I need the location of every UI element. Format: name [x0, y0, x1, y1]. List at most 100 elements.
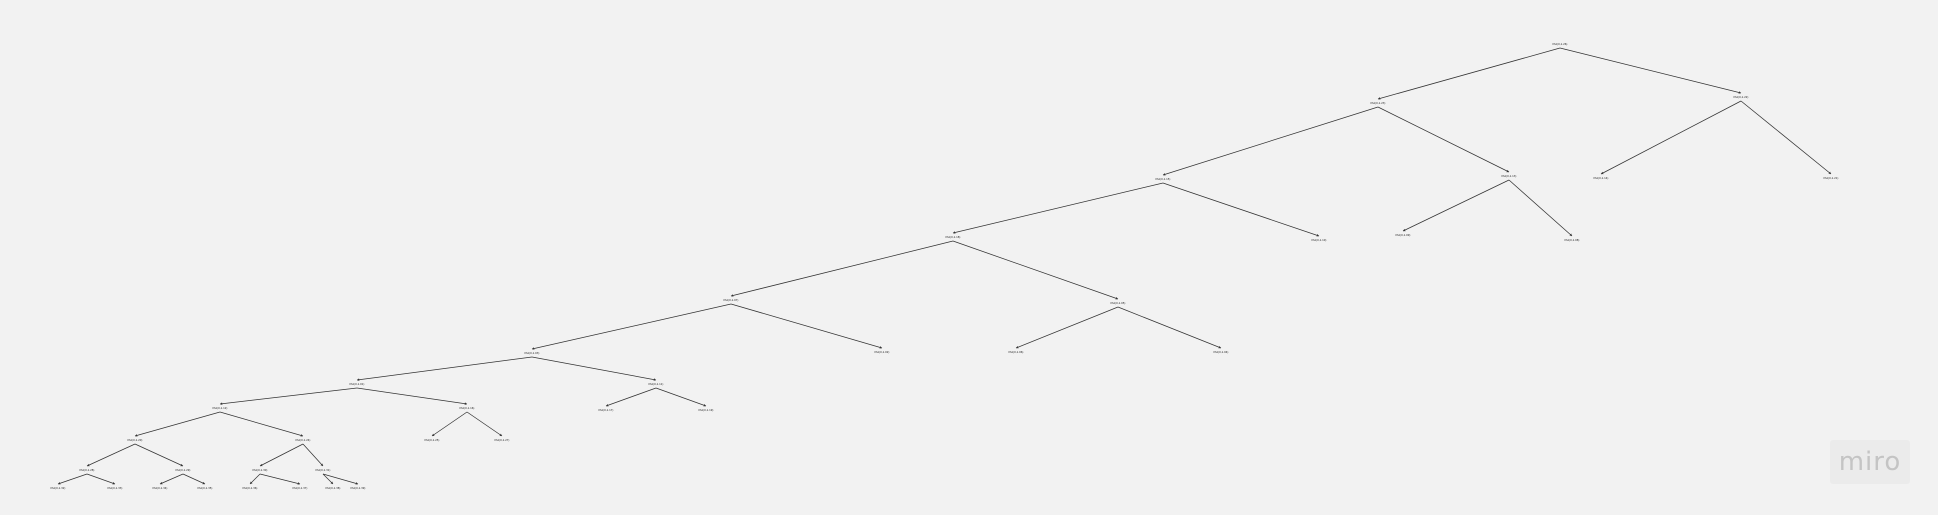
- tree-edge-arrow: [1828, 171, 1831, 174]
- tree-node[interactable]: Mul(0,1.30): [253, 468, 268, 472]
- tree-edge: [605, 387, 657, 407]
- tree-edge-arrow: [160, 481, 163, 485]
- tree-node[interactable]: Mul(0,1.39): [351, 486, 366, 490]
- tree-node-label: Mul(0,1.22): [1734, 95, 1749, 99]
- tree-node[interactable]: Mul(0,1.32): [51, 486, 66, 490]
- tree-node-label: Mul(0,1.10): [1312, 238, 1327, 242]
- tree-node[interactable]: Mul(0,1.38): [326, 486, 341, 490]
- tree-node-label: Mul(0,1.38): [326, 486, 341, 490]
- tree-node[interactable]: Mul(0,1.08): [1565, 238, 1580, 242]
- tree-edge: [431, 411, 468, 437]
- tree-node[interactable]: Mul(0,1.02): [875, 350, 890, 354]
- tree-node[interactable]: Mul(0,1.16): [460, 406, 475, 410]
- tree-node[interactable]: Mul(0,1.12): [213, 406, 228, 410]
- tree-edge-arrow: [953, 231, 956, 234]
- tree-edge-arrow: [653, 378, 656, 381]
- tree-node[interactable]: Mul(0,1.17): [599, 408, 614, 412]
- tree-node-label: Mul(0,1.12): [213, 406, 228, 410]
- tree-node-label: Mul(0,1.28): [80, 468, 95, 472]
- tree-node[interactable]: Mul(0,1.03): [525, 351, 540, 355]
- tree-node-label: Mul(0,1.36): [243, 486, 258, 490]
- tree-edge: [1402, 179, 1510, 232]
- tree-node[interactable]: Mul(0,1.01): [350, 382, 365, 386]
- tree-node-label: Mul(0,1.26): [1553, 42, 1568, 46]
- tree-edge: [322, 473, 359, 485]
- tree-node-label: Mul(0,1.31): [316, 468, 331, 472]
- tree-node-label: Mul(0,1.37): [293, 486, 308, 490]
- tree-edge-arrow: [731, 294, 734, 297]
- tree-edge-arrow: [606, 404, 609, 407]
- tree-node[interactable]: Mul(0,1.09): [1396, 233, 1411, 237]
- tree-node[interactable]: Mul(0,1.23): [1371, 101, 1386, 105]
- tree-node-label: Mul(0,1.14): [1594, 176, 1609, 180]
- tree-node-label: Mul(0,1.08): [1565, 238, 1580, 242]
- tree-node[interactable]: Mul(0,1.13): [1502, 174, 1517, 178]
- tree-node-label: Mul(0,1.20): [128, 438, 143, 442]
- tree-node-label: Mul(0,1.35): [198, 486, 213, 490]
- tree-edge: [952, 240, 1119, 300]
- tree-node-label: Mul(0,1.25): [425, 438, 440, 442]
- tree-node[interactable]: Mul(0,1.37): [293, 486, 308, 490]
- tree-edge: [531, 303, 732, 350]
- tree-node[interactable]: Mul(0,1.31): [316, 468, 331, 472]
- tree-edge: [1117, 306, 1222, 349]
- tree-edge-arrow: [1016, 345, 1019, 349]
- tree-edge: [1740, 100, 1832, 175]
- tree-node-label: Mul(0,1.21): [1824, 176, 1839, 180]
- tree-node[interactable]: Mul(0,1.25): [425, 438, 440, 442]
- tree-node-label: Mul(0,1.06): [1009, 350, 1024, 354]
- tree-node[interactable]: Mul(0,1.24): [296, 438, 311, 442]
- tree-node[interactable]: Mul(0,1.36): [243, 486, 258, 490]
- tree-node[interactable]: Mul(0,1.19): [699, 408, 714, 412]
- tree-node[interactable]: Mul(0,1.15): [1156, 177, 1171, 181]
- tree-node[interactable]: Mul(0,1.34): [153, 486, 168, 490]
- tree-node-label: Mul(0,1.11): [649, 382, 664, 386]
- tree-node-label: Mul(0,1.34): [153, 486, 168, 490]
- tree-node[interactable]: Mul(0,1.27): [495, 438, 510, 442]
- tree-node[interactable]: Mul(0,1.14): [1594, 176, 1609, 180]
- tree-node[interactable]: Mul(0,1.29): [176, 468, 191, 472]
- tree-node[interactable]: Mul(0,1.26): [1553, 42, 1568, 46]
- tree-node[interactable]: Mul(0,1.21): [1824, 176, 1839, 180]
- tree-node-label: Mul(0,1.27): [495, 438, 510, 442]
- tree-edge-arrow: [703, 404, 706, 407]
- tree-edge-arrow: [1163, 173, 1166, 176]
- tree-node-label: Mul(0,1.30): [253, 468, 268, 472]
- tree-edge-arrow: [220, 402, 223, 406]
- tree-node-label: Mul(0,1.19): [699, 408, 714, 412]
- tree-edge: [1559, 47, 1742, 94]
- tree-node[interactable]: Mul(0,1.28): [80, 468, 95, 472]
- tree-node-label: Mul(0,1.23): [1371, 101, 1386, 105]
- tree-node[interactable]: Mul(0,1.18): [946, 235, 961, 239]
- tree-node[interactable]: Mul(0,1.07): [724, 298, 739, 302]
- tree-edge-arrow: [202, 481, 205, 485]
- tree-node[interactable]: Mul(0,1.10): [1312, 238, 1327, 242]
- tree-edge-arrow: [1218, 345, 1221, 349]
- tree-node-label: Mul(0,1.05): [1111, 301, 1126, 305]
- tree-edge-arrow: [300, 434, 303, 437]
- tree-node[interactable]: Mul(0,1.06): [1009, 350, 1024, 354]
- tree-edge: [466, 411, 503, 437]
- tree-edge: [1162, 182, 1320, 237]
- tree-node[interactable]: Mul(0,1.05): [1111, 301, 1126, 305]
- tree-node-label: Mul(0,1.32): [51, 486, 66, 490]
- tree-edge-arrow: [58, 482, 61, 485]
- tree-node-label: Mul(0,1.24): [296, 438, 311, 442]
- tree-edge: [182, 473, 206, 485]
- tree-node[interactable]: Mul(0,1.33): [108, 486, 123, 490]
- tree-edge-arrow: [1738, 91, 1741, 94]
- tree-edge-arrow: [432, 433, 435, 436]
- tree-node[interactable]: Mul(0,1.35): [198, 486, 213, 490]
- tree-node[interactable]: Mul(0,1.04): [1214, 350, 1229, 354]
- tree-edge-arrow: [355, 482, 358, 485]
- tree-edge: [159, 473, 184, 485]
- tree-edge: [730, 303, 883, 349]
- tree-edge: [730, 240, 954, 297]
- tree-node-label: Mul(0,1.39): [351, 486, 366, 490]
- tree-edge-arrow: [1378, 97, 1381, 100]
- tree-node[interactable]: Mul(0,1.22): [1734, 95, 1749, 99]
- tree-node[interactable]: Mul(0,1.11): [649, 382, 664, 386]
- tree-node[interactable]: Mul(0,1.20): [128, 438, 143, 442]
- tree-edge: [134, 411, 221, 437]
